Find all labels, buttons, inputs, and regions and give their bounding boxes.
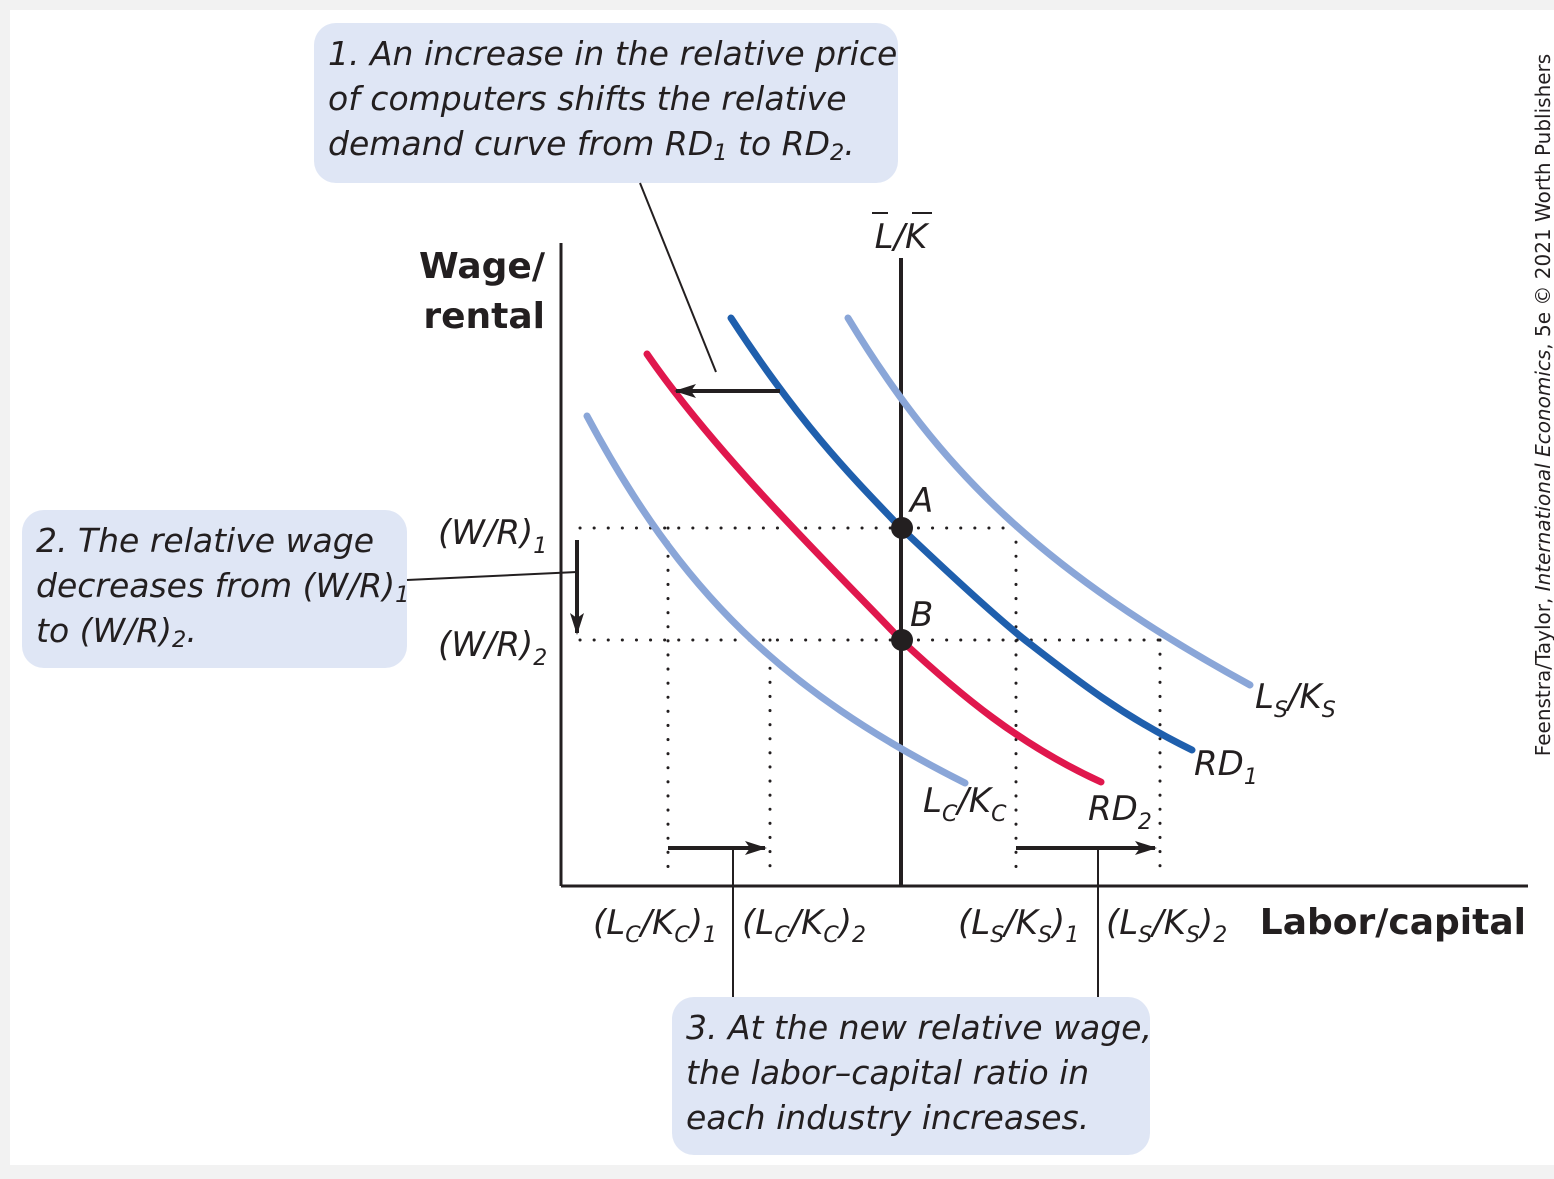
callout-line: to (W/R)2. bbox=[36, 611, 197, 653]
callout-relative-wage-decrease: 2. The relative wage decreases from (W/R… bbox=[22, 510, 410, 668]
curve-rd1 bbox=[727, 314, 1196, 754]
callout-labor-capital-increase: 3. At the new relative wage, the labor–c… bbox=[672, 997, 1152, 1155]
tick-lsks1: (LS/KS)1 bbox=[958, 903, 1079, 948]
callout-line: decreases from (W/R)1 bbox=[36, 566, 410, 608]
leader-callout-2 bbox=[406, 571, 578, 581]
tick-lckc2: (LC/KC)2 bbox=[742, 903, 866, 948]
curve-rd2-label: RD2 bbox=[1088, 789, 1152, 835]
y-axis-title-line1: Wage/ bbox=[419, 246, 546, 287]
callout-line: of computers shifts the relative bbox=[328, 79, 847, 118]
curve-rd1-label: RD1 bbox=[1194, 744, 1258, 790]
point-a-label: A bbox=[908, 481, 933, 521]
point-b-label: B bbox=[910, 595, 933, 635]
callout-line: 3. At the new relative wage, bbox=[686, 1008, 1152, 1047]
curve-lc-kc bbox=[583, 412, 969, 787]
leader-callout-1 bbox=[639, 182, 717, 373]
callout-line: 1. An increase in the relative price bbox=[328, 34, 898, 73]
curve-ls-ks bbox=[844, 314, 1254, 689]
dotted-guides bbox=[578, 526, 1162, 880]
curve-ls-ks-label: LS/KS bbox=[1255, 677, 1336, 723]
x-axis-title: Labor/capital bbox=[1260, 902, 1526, 943]
tick-lsks2: (LS/KS)2 bbox=[1106, 903, 1227, 948]
y-axis-title-line2: rental bbox=[423, 296, 545, 337]
point-a bbox=[891, 517, 913, 539]
endowment-label: L/K bbox=[875, 217, 930, 257]
curve-rd2 bbox=[643, 350, 1105, 786]
callout-line: each industry increases. bbox=[686, 1098, 1090, 1137]
tick-wr1: (W/R)1 bbox=[438, 513, 547, 559]
callout-shift-relative-demand: 1. An increase in the relative price of … bbox=[314, 23, 898, 183]
tick-wr2: (W/R)2 bbox=[438, 625, 547, 671]
callout-line: 2. The relative wage bbox=[36, 521, 374, 560]
curve-lc-kc-label: LC/KC bbox=[923, 781, 1007, 827]
callout-line: demand curve from RD1 to RD2. bbox=[328, 124, 855, 166]
callout-line: the labor–capital ratio in bbox=[686, 1053, 1090, 1092]
point-b bbox=[891, 629, 913, 651]
tick-lckc1: (LC/KC)1 bbox=[593, 903, 717, 948]
